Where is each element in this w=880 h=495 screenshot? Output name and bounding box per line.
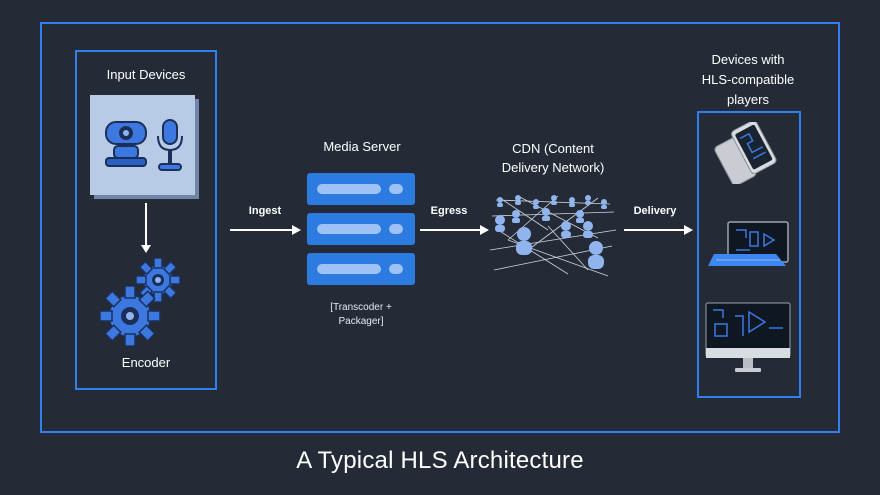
- network-icon: [489, 195, 617, 277]
- media-server-note-line2: Packager]: [338, 316, 384, 327]
- devices-group: [697, 111, 801, 398]
- input-devices-card: [90, 95, 195, 195]
- delivery-label: Delivery: [633, 205, 677, 217]
- server-icon: [307, 173, 415, 285]
- tablet-icon: [708, 221, 789, 266]
- phone-icon: [714, 122, 777, 184]
- encoder-label: Encoder: [121, 355, 171, 370]
- cdn-label-line1: CDN (Content: [512, 141, 594, 156]
- gear-icon: [100, 258, 181, 347]
- cdn-label: CDN (Content Delivery Network): [480, 139, 626, 177]
- devices-label-line2: HLS-compatible: [701, 72, 795, 87]
- media-server-note: [Transcoder + Packager]: [310, 301, 412, 329]
- delivery-arrow-icon: [624, 225, 693, 235]
- input-devices-label: Input Devices: [106, 67, 186, 82]
- devices-label-line3: players: [727, 92, 769, 107]
- down-arrow-icon: [141, 203, 151, 253]
- architecture-frame: [40, 22, 840, 433]
- monitor-icon: [705, 302, 791, 372]
- cdn-label-line2: Delivery Network): [501, 160, 605, 175]
- input-devices-group: [75, 50, 217, 390]
- devices-label: Devices with HLS-compatible players: [680, 50, 816, 110]
- ingest-arrow-icon: [230, 225, 301, 235]
- ingest-label: Ingest: [248, 205, 282, 217]
- webcam-icon: [105, 121, 147, 167]
- microphone-icon: [157, 119, 183, 171]
- egress-label: Egress: [430, 205, 468, 217]
- page-title: A Typical HLS Architecture: [296, 447, 584, 474]
- egress-arrow-icon: [420, 225, 489, 235]
- devices-label-line1: Devices with: [711, 52, 785, 67]
- media-server-label: Media Server: [323, 139, 401, 154]
- media-server-note-line1: [Transcoder +: [330, 302, 392, 313]
